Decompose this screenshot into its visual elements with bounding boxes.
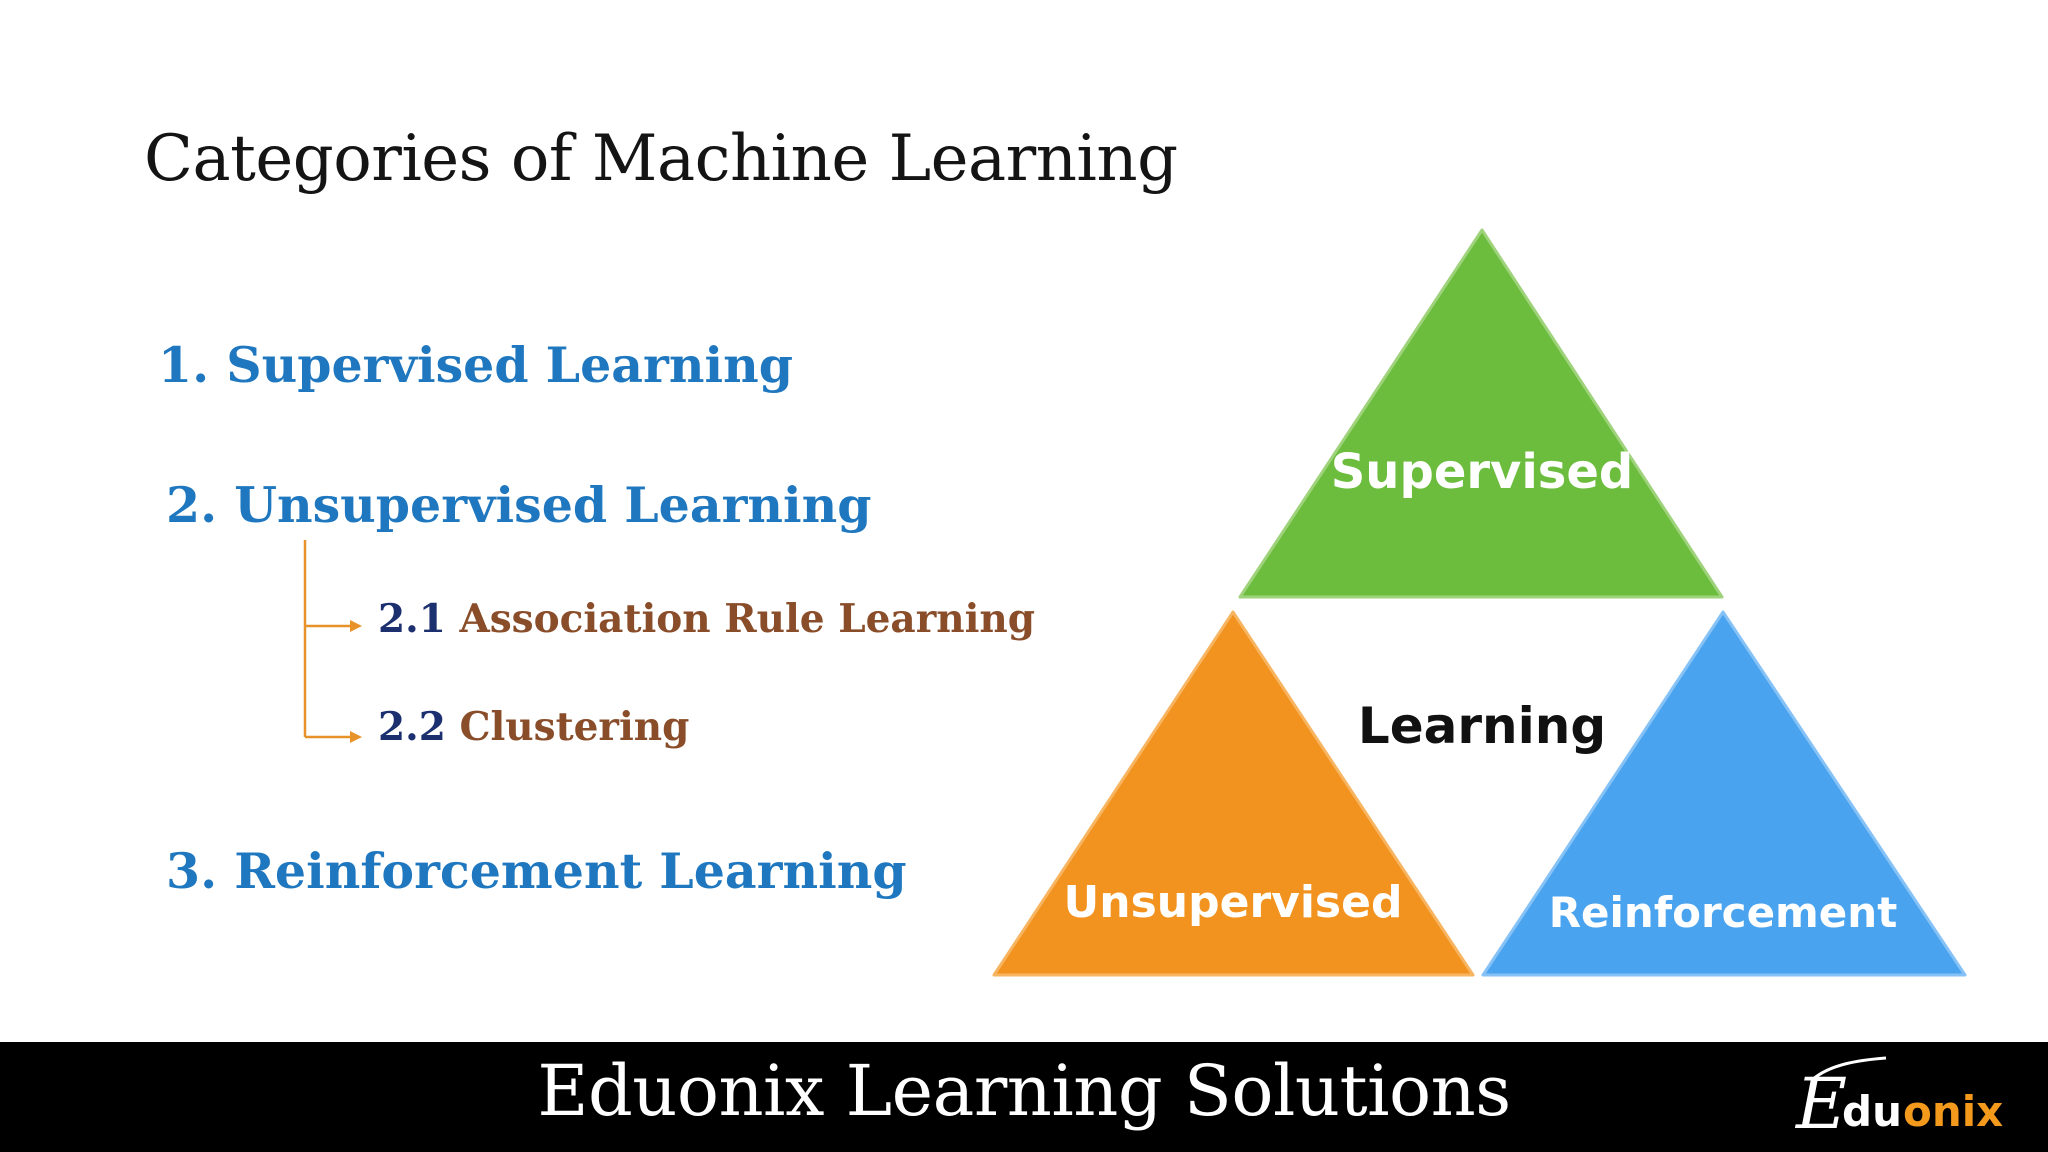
supervised-triangle: [1238, 228, 1724, 599]
footer-bar: Eduonix Learning Solutions E du onix: [0, 1042, 2048, 1152]
slide-title: Categories of Machine Learning: [144, 122, 1178, 196]
sub-item-clustering: 2.2 Clustering: [378, 704, 689, 750]
eduonix-logo: E du onix: [1796, 1056, 2026, 1146]
list-item-reinforcement: 3. Reinforcement Learning: [166, 842, 907, 900]
sub-item-label: Clustering: [459, 704, 690, 750]
center-learning-label: Learning: [1358, 697, 1606, 755]
logo-text-onix: onix: [1903, 1087, 2004, 1136]
sub-item-number: 2.1: [378, 596, 446, 642]
logo-letter-e: E: [1796, 1063, 1848, 1145]
logo-swoosh-icon: [1811, 1056, 1887, 1082]
sub-item-number: 2.2: [378, 704, 446, 750]
reinforcement-triangle: [1481, 610, 1967, 977]
unsupervised-label: Unsupervised: [1064, 877, 1403, 928]
sub-item-association-rule: 2.1 Association Rule Learning: [378, 596, 1035, 642]
logo-text-du: du: [1842, 1087, 1902, 1136]
list-item-supervised: 1. Supervised Learning: [158, 336, 793, 394]
sub-item-label: Association Rule Learning: [459, 596, 1036, 642]
footer-title: Eduonix Learning Solutions: [537, 1050, 1511, 1132]
unsupervised-triangle: [992, 610, 1475, 977]
reinforcement-label: Reinforcement: [1549, 888, 1898, 937]
supervised-label: Supervised: [1331, 444, 1634, 500]
list-item-unsupervised: 2. Unsupervised Learning: [166, 476, 872, 534]
